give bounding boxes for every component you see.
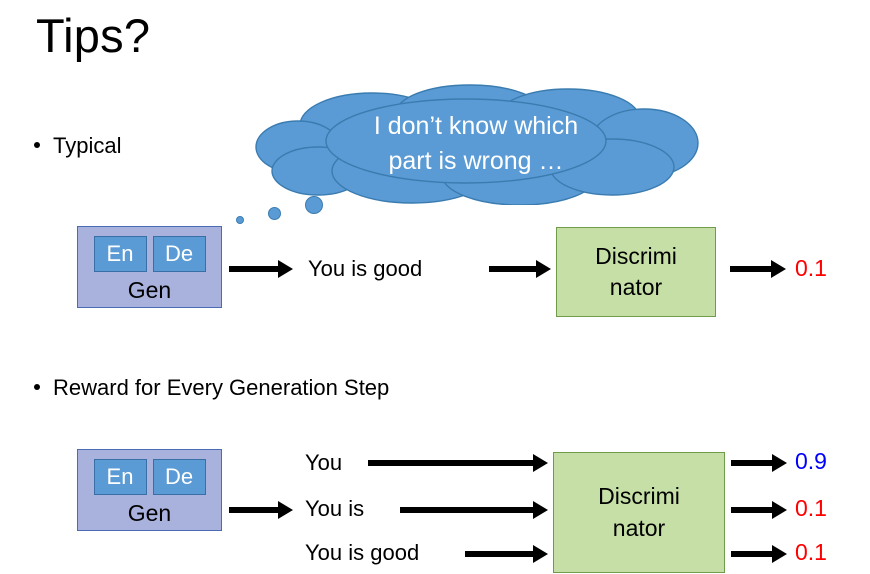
page-title: Tips? (36, 9, 151, 62)
sequence-text-step-1: You (305, 450, 343, 475)
score-value-step-2: 0.1 (795, 495, 827, 521)
generator-box-bottom: En De Gen (77, 449, 222, 531)
thought-cloud-shape (255, 84, 699, 205)
bullet-dot-icon (34, 384, 40, 390)
bullet-label-typical: Typical (53, 133, 122, 158)
arrow-generator-to-sequences-bottom (229, 500, 293, 519)
discriminator-label-line-1-top: Discrimi (595, 242, 677, 269)
arrow-sequence-to-discriminator-top (489, 259, 551, 278)
discriminator-box-bottom: Discrimi nator (553, 452, 725, 573)
discriminator-label-line-2-bottom: nator (612, 514, 666, 541)
generator-encoder-block-top: En (93, 236, 147, 272)
arrow-generator-to-sequence-top (229, 259, 293, 278)
sequence-text-step-3: You is good (305, 540, 420, 565)
arrow-sequence-1-to-discriminator (368, 453, 548, 472)
thought-cloud-dot-large-icon (305, 196, 323, 214)
bullet-dot-icon (34, 142, 40, 148)
thought-cloud-dot-small-icon (236, 216, 244, 224)
sequence-text-step-2: You is (305, 496, 365, 521)
arrow-discriminator-to-score-top (730, 259, 786, 278)
arrow-discriminator-to-score-3 (731, 544, 787, 563)
bullet-item-typical: Typical (34, 135, 121, 157)
generator-subblocks-bottom: En De (78, 459, 221, 495)
generator-box-top: En De Gen (77, 226, 222, 308)
generator-subblocks-top: En De (78, 236, 221, 272)
generator-encoder-block-bottom: En (93, 459, 147, 495)
score-value-top: 0.1 (795, 255, 827, 281)
generator-label-top: Gen (127, 276, 172, 303)
arrow-discriminator-to-score-1 (731, 453, 787, 472)
discriminator-label-line-1-bottom: Discrimi (598, 483, 680, 510)
bullet-label-reward: Reward for Every Generation Step (53, 375, 390, 400)
discriminator-box-top: Discrimi nator (556, 227, 716, 317)
discriminator-label-line-2-top: nator (609, 274, 663, 300)
generator-decoder-block-top: De (152, 236, 206, 272)
arrow-sequence-2-to-discriminator (400, 500, 548, 519)
score-value-step-3: 0.1 (795, 539, 827, 565)
thought-cloud-dot-medium-icon (268, 207, 281, 220)
generator-label-bottom: Gen (127, 499, 172, 526)
score-value-step-1: 0.9 (795, 448, 827, 474)
bullet-item-reward: Reward for Every Generation Step (34, 377, 389, 399)
arrow-sequence-3-to-discriminator (465, 544, 548, 563)
generator-decoder-block-bottom: De (152, 459, 206, 495)
sequence-text-top: You is good (308, 256, 423, 281)
thought-cloud: I don’t know which part is wrong … (252, 83, 700, 205)
arrow-discriminator-to-score-2 (731, 500, 787, 519)
